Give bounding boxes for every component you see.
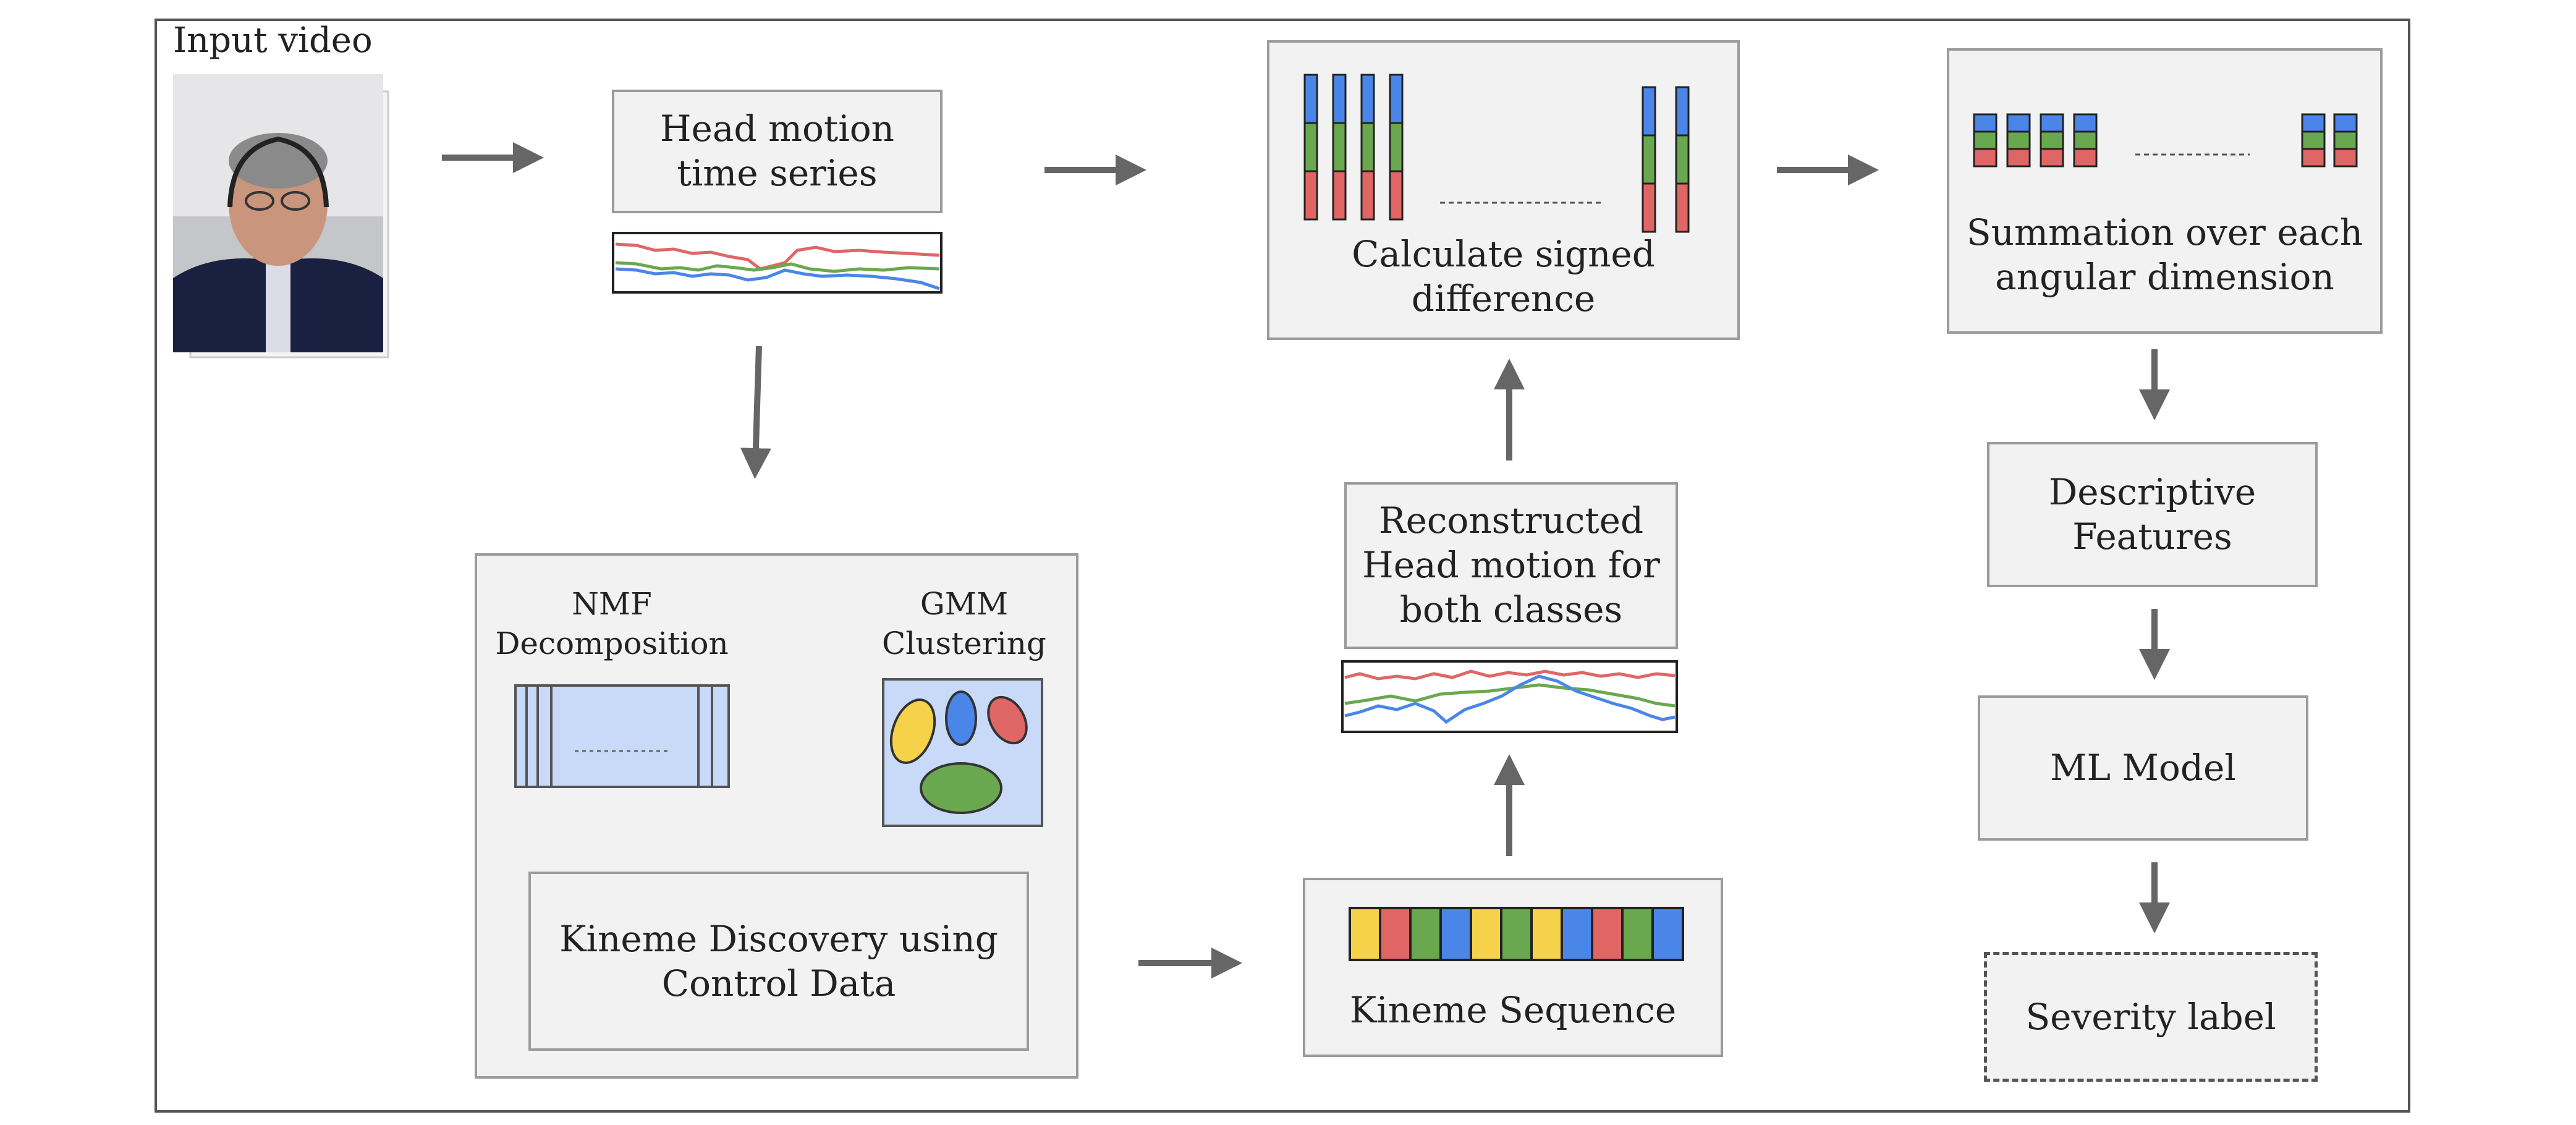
reconstructed-blue-series bbox=[1344, 674, 1676, 724]
kineme-cell bbox=[1621, 907, 1654, 961]
summation-block bbox=[2333, 113, 2358, 168]
reconstructed-red-series bbox=[1344, 669, 1676, 681]
cluster-blue bbox=[945, 690, 977, 746]
input-video-label: Input video bbox=[173, 20, 373, 61]
difference-bar bbox=[1642, 86, 1656, 233]
cluster-yellow bbox=[889, 698, 936, 764]
kineme-cell bbox=[1349, 907, 1381, 961]
summation-label: Summation over each angular dimension bbox=[1966, 211, 2363, 298]
difference-bar bbox=[1675, 86, 1690, 233]
head-motion-label: Head motion time series bbox=[659, 108, 895, 194]
nmf-label: NMF Decomposition bbox=[495, 586, 729, 661]
diagram-frame bbox=[155, 19, 2410, 1113]
descriptive-features-label: Descriptive Features bbox=[2048, 471, 2256, 558]
head-motion-green-series bbox=[615, 261, 940, 273]
summation-block bbox=[2006, 113, 2031, 168]
kineme-cell bbox=[1439, 907, 1472, 961]
reconstructed-plot bbox=[1341, 660, 1678, 733]
video-frame bbox=[173, 74, 383, 352]
ml-model-label: ML Model bbox=[2050, 747, 2236, 789]
kineme-cell bbox=[1500, 907, 1533, 961]
difference-bar bbox=[1389, 74, 1404, 221]
cluster-red bbox=[987, 695, 1028, 745]
summation-blocks bbox=[1973, 113, 2358, 168]
nmf-matrix bbox=[514, 684, 730, 788]
summation-node bbox=[1947, 48, 2383, 334]
gmm-clusters bbox=[882, 678, 1043, 827]
summation-block bbox=[2301, 113, 2326, 168]
kineme-sequence-label: Kineme Sequence bbox=[1349, 989, 1677, 1031]
input-video-thumbnail bbox=[173, 74, 389, 359]
descriptive-features-node bbox=[1987, 442, 2318, 587]
severity-label-text: Severity label bbox=[2025, 996, 2276, 1038]
cluster-green bbox=[920, 762, 1002, 814]
difference-bar bbox=[1303, 74, 1318, 221]
head-motion-plot bbox=[612, 232, 943, 294]
kineme-discovery-node bbox=[528, 872, 1029, 1051]
difference-bar bbox=[1332, 74, 1347, 221]
head-motion-blue-series bbox=[615, 267, 940, 291]
kineme-cell bbox=[1409, 907, 1442, 961]
signed-difference-label: Calculate signed difference bbox=[1352, 233, 1655, 320]
arrow-headmotion-to-kinemebox bbox=[740, 346, 771, 479]
difference-bar bbox=[1360, 74, 1375, 221]
kineme-sequence-strip bbox=[1349, 907, 1684, 961]
head-motion-node bbox=[612, 90, 943, 213]
kineme-cell bbox=[1561, 907, 1593, 961]
kineme-cell bbox=[1591, 907, 1624, 961]
difference-bars bbox=[1303, 74, 1690, 233]
kineme-cell bbox=[1651, 907, 1684, 961]
reconstructed-node bbox=[1344, 482, 1678, 649]
summation-block bbox=[1973, 113, 1998, 168]
kineme-discovery-label: Kineme Discovery using Control Data bbox=[559, 918, 998, 1004]
kineme-cell bbox=[1530, 907, 1563, 961]
ml-model-node bbox=[1978, 695, 2308, 841]
summation-block bbox=[2073, 113, 2098, 168]
summation-block bbox=[2040, 113, 2064, 168]
reconstructed-label: Reconstructed Head motion for both class… bbox=[1362, 499, 1660, 630]
kineme-cell bbox=[1379, 907, 1412, 961]
gmm-label: GMM Clustering bbox=[882, 586, 1046, 661]
severity-label-node bbox=[1984, 952, 2318, 1082]
kineme-cell bbox=[1470, 907, 1502, 961]
